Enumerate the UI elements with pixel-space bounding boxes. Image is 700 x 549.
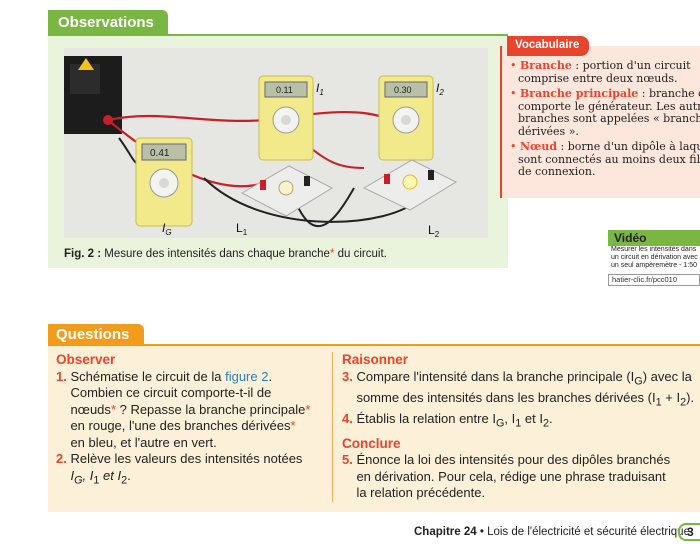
label-ig: IG	[162, 221, 172, 237]
observations-title: Observations	[48, 10, 168, 36]
questions-left-column: Observer 1. Schématise le circuit de la …	[56, 352, 331, 489]
figure-caption: Fig. 2 : Mesure des intensités dans chaq…	[64, 248, 387, 260]
questions-title: Questions	[48, 324, 144, 346]
video-link[interactable]: hatier-clic.fr/pcc010	[608, 274, 700, 286]
question-3: 3. Compare l'intensité dans la branche p…	[342, 368, 692, 388]
question-1: 1. Schématise le circuit de la figure 2.	[56, 368, 273, 384]
multimeter-2: 0.30	[378, 75, 434, 161]
label-l2: L2	[428, 223, 440, 238]
questions-panel	[48, 344, 700, 512]
page-footer: Chapitre 24 • Lois de l'électricité et s…	[414, 526, 690, 538]
column-divider	[332, 352, 333, 502]
meter-g-display: 0.41	[150, 148, 170, 159]
lamp-l1	[240, 165, 334, 217]
vocabulary-title: Vocabulaire	[507, 36, 589, 56]
vocab-noeud: • Nœud : borne d'un dipôle à laquelle so…	[510, 140, 700, 178]
vocab-branche: • Branche : portion d'un circuit compris…	[510, 59, 691, 85]
lamp-l2	[362, 159, 458, 211]
page-number: 3	[678, 523, 700, 541]
video-description: Mesurer les intensités dans un circuit e…	[611, 246, 698, 269]
heading-conclure: Conclure	[342, 435, 401, 451]
questions-right-column: Raisonner 3. Compare l'intensité dans la…	[342, 352, 700, 502]
figure-link[interactable]: figure 2	[225, 368, 269, 384]
label-l1: L1	[236, 221, 248, 237]
heading-observer: Observer	[56, 352, 116, 367]
vocab-branche-principale: • Branche principale : branche qui compo…	[510, 87, 700, 138]
multimeter-g: 0.41	[135, 137, 193, 227]
vocabulary-panel: • Branche : portion d'un circuit compris…	[500, 46, 700, 198]
label-i1: I1	[316, 81, 324, 97]
question-2: 2. Relève les valeurs des intensités not…	[56, 451, 303, 466]
multimeter-1: 0.11	[258, 75, 314, 161]
question-5: 5. Énonce la loi des intensités pour des…	[342, 452, 671, 468]
meter-2-display: 0.30	[394, 85, 412, 95]
video-title: Vidéo	[608, 230, 700, 246]
circuit-photo: 0.41 0.11 0.30	[64, 48, 488, 238]
circuit-illustration: 0.41 0.11 0.30	[64, 48, 488, 238]
meter-1-display: 0.11	[276, 85, 293, 95]
heading-raisonner: Raisonner	[342, 352, 409, 367]
question-4: 4. Établis la relation entre IG, I1 et I…	[342, 410, 553, 430]
label-i2: I2	[436, 81, 444, 97]
